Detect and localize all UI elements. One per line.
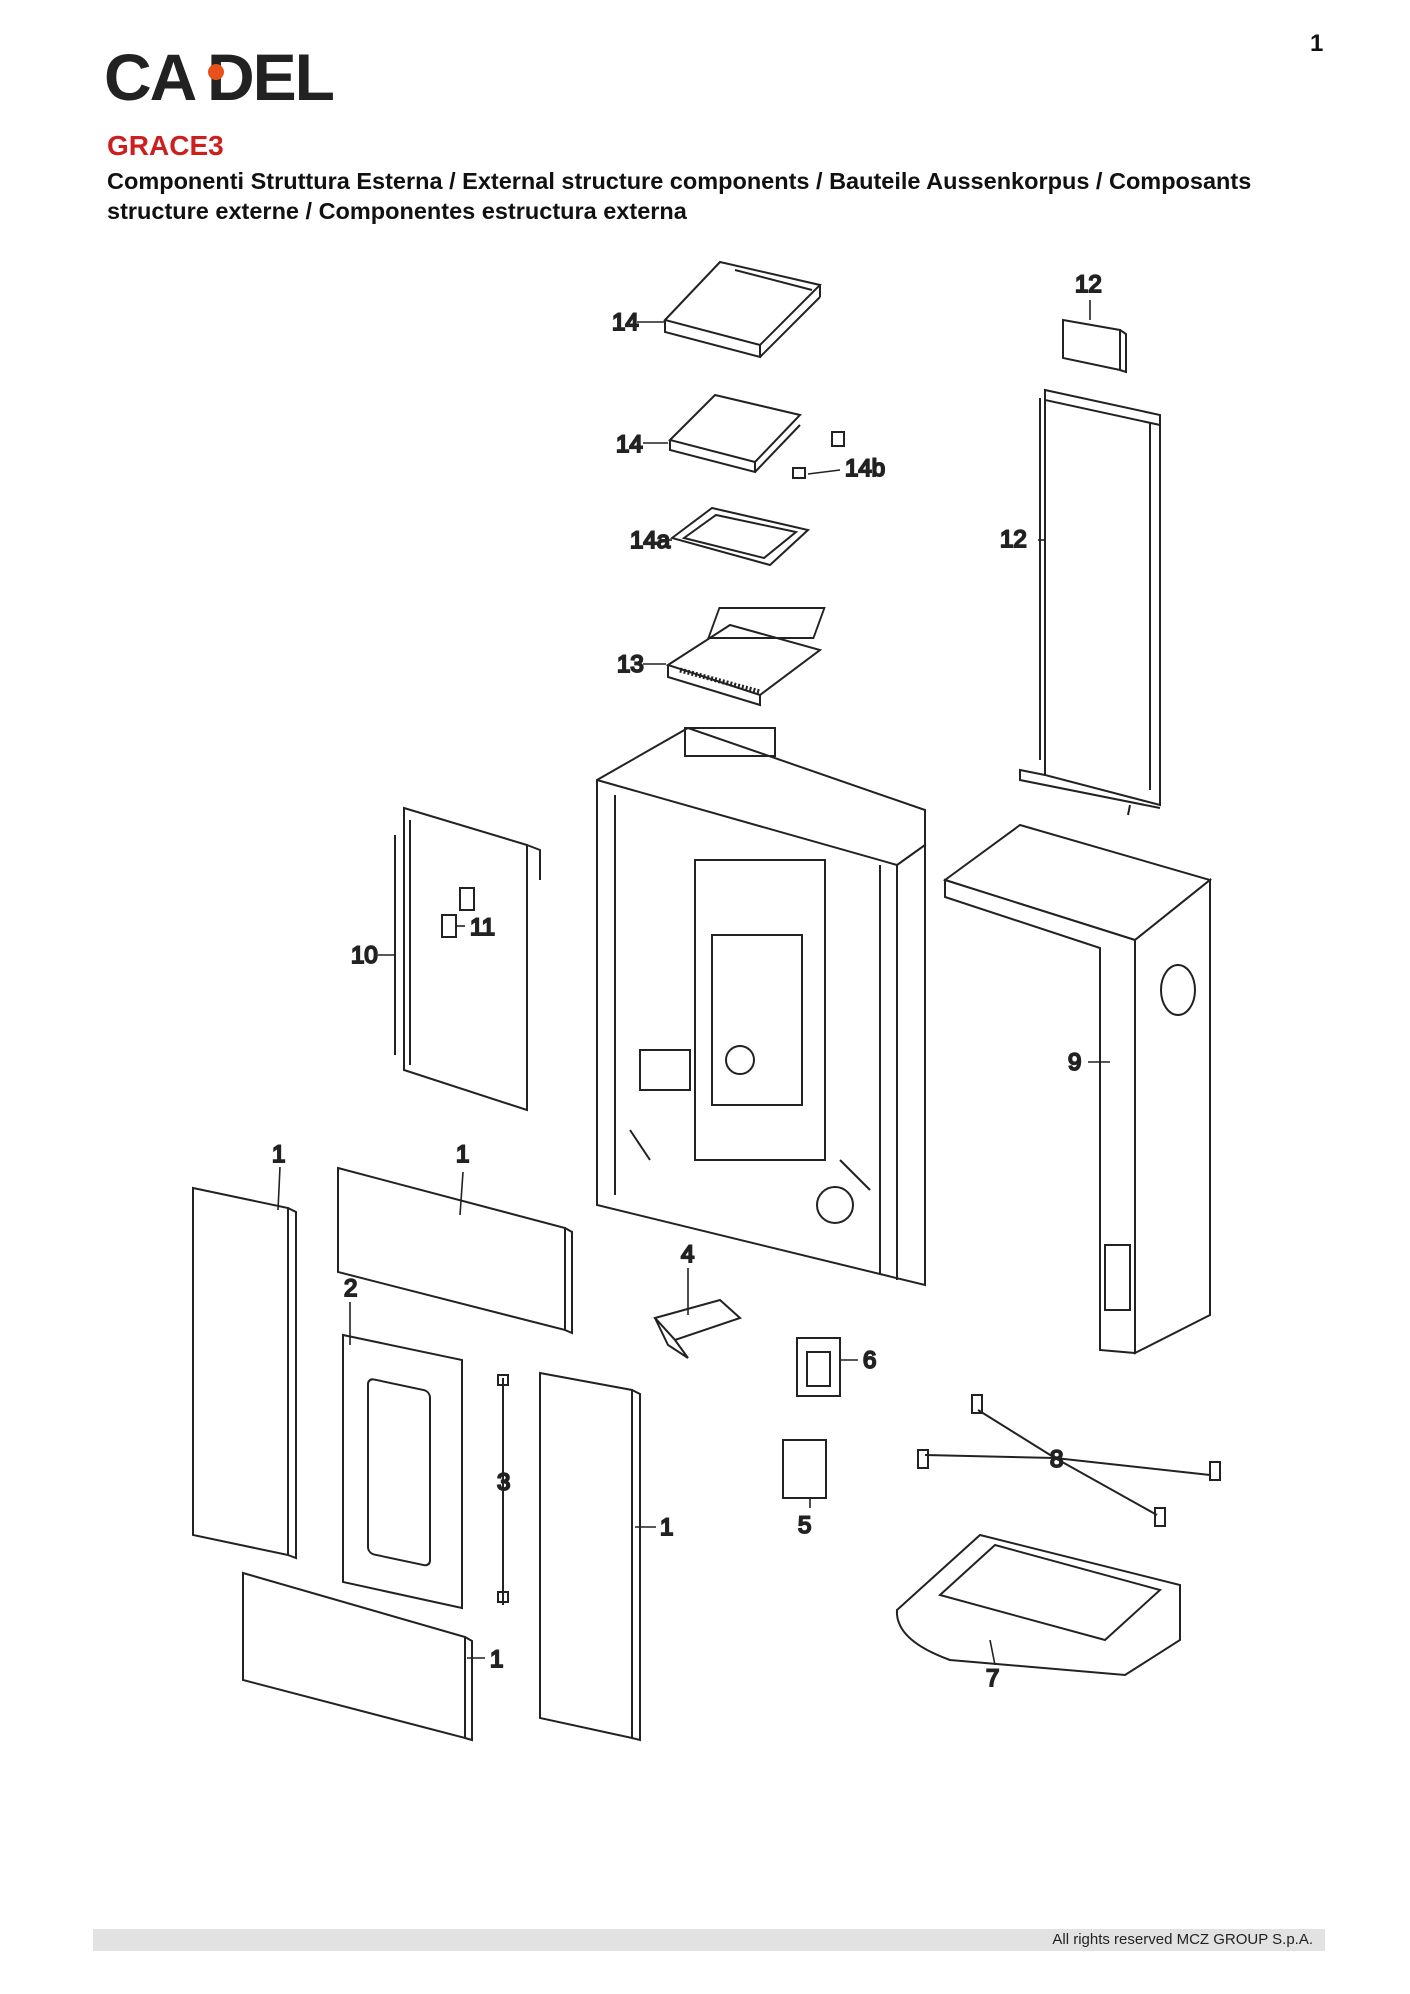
label-part-7: 7: [986, 1665, 999, 1692]
part-9-side-cover: [942, 823, 1213, 1355]
part-14b-clips: [792, 431, 845, 479]
page-number: 1: [1310, 30, 1324, 57]
part-12-plate: [1062, 318, 1127, 374]
label-part-5: 5: [798, 1512, 811, 1539]
cadel-logo: CA DEL: [104, 42, 334, 112]
label-part-1-top: 1: [456, 1141, 469, 1168]
leader-lines: [277, 300, 1110, 1666]
label-part-14-mid: 14: [616, 431, 643, 458]
label-part-3: 3: [497, 1469, 510, 1496]
part-4-basket: [653, 1298, 742, 1359]
part-5-plate: [782, 1439, 827, 1499]
footer-bar: All rights reserved MCZ GROUP S.p.A.: [93, 1929, 1325, 1951]
label-part-13: 13: [617, 651, 644, 678]
page-subtitle: Componenti Struttura Esterna / External …: [107, 168, 1252, 224]
part-6-inspection-plate: [796, 1337, 841, 1397]
label-part-11: 11: [470, 914, 495, 941]
label-part-4: 4: [681, 1241, 694, 1268]
part-1-top-panel: [337, 1166, 573, 1335]
part-14a-gasket: [669, 506, 811, 567]
part-1-bottom-panel: [242, 1571, 473, 1742]
part-main-stove-body: [596, 726, 926, 1287]
logo-dot: [208, 64, 224, 80]
part-3-hinge-rod: [497, 1374, 509, 1605]
part-1-left-panel: [192, 1186, 297, 1560]
label-part-10: 10: [351, 942, 378, 969]
svg-text:DEL: DEL: [207, 42, 334, 112]
label-part-2: 2: [344, 1275, 357, 1302]
part-14-tray: [668, 393, 802, 474]
part-7-base-plate: [895, 1533, 1181, 1677]
part-12-rear-frame: [1019, 388, 1161, 816]
label-part-6: 6: [863, 1347, 876, 1374]
part-8-feet: [917, 1394, 1221, 1527]
label-part-9: 9: [1068, 1049, 1081, 1076]
label-part-14-top: 14: [612, 309, 639, 336]
label-part-1-right: 1: [660, 1514, 673, 1541]
label-part-8: 8: [1050, 1446, 1063, 1473]
part-10-side-frame: [394, 806, 541, 1112]
part-11-brackets: [441, 887, 475, 938]
label-part-14a: 14a: [630, 527, 671, 554]
copyright-text: All rights reserved MCZ GROUP S.p.A.: [1052, 1931, 1313, 1948]
part-14-top-cover: [663, 260, 822, 359]
model-title: GRACE3: [107, 130, 224, 161]
label-part-12-side: 12: [1000, 526, 1027, 553]
label-part-14b: 14b: [845, 455, 885, 482]
svg-text:CA: CA: [104, 42, 196, 112]
part-1-right-panel: [539, 1371, 641, 1742]
label-part-1-bottom: 1: [490, 1646, 503, 1673]
part-2-front-door: [342, 1333, 463, 1610]
part-13-grille-module: [665, 607, 826, 707]
label-part-12-top: 12: [1075, 271, 1102, 298]
label-part-1-left: 1: [272, 1141, 285, 1168]
